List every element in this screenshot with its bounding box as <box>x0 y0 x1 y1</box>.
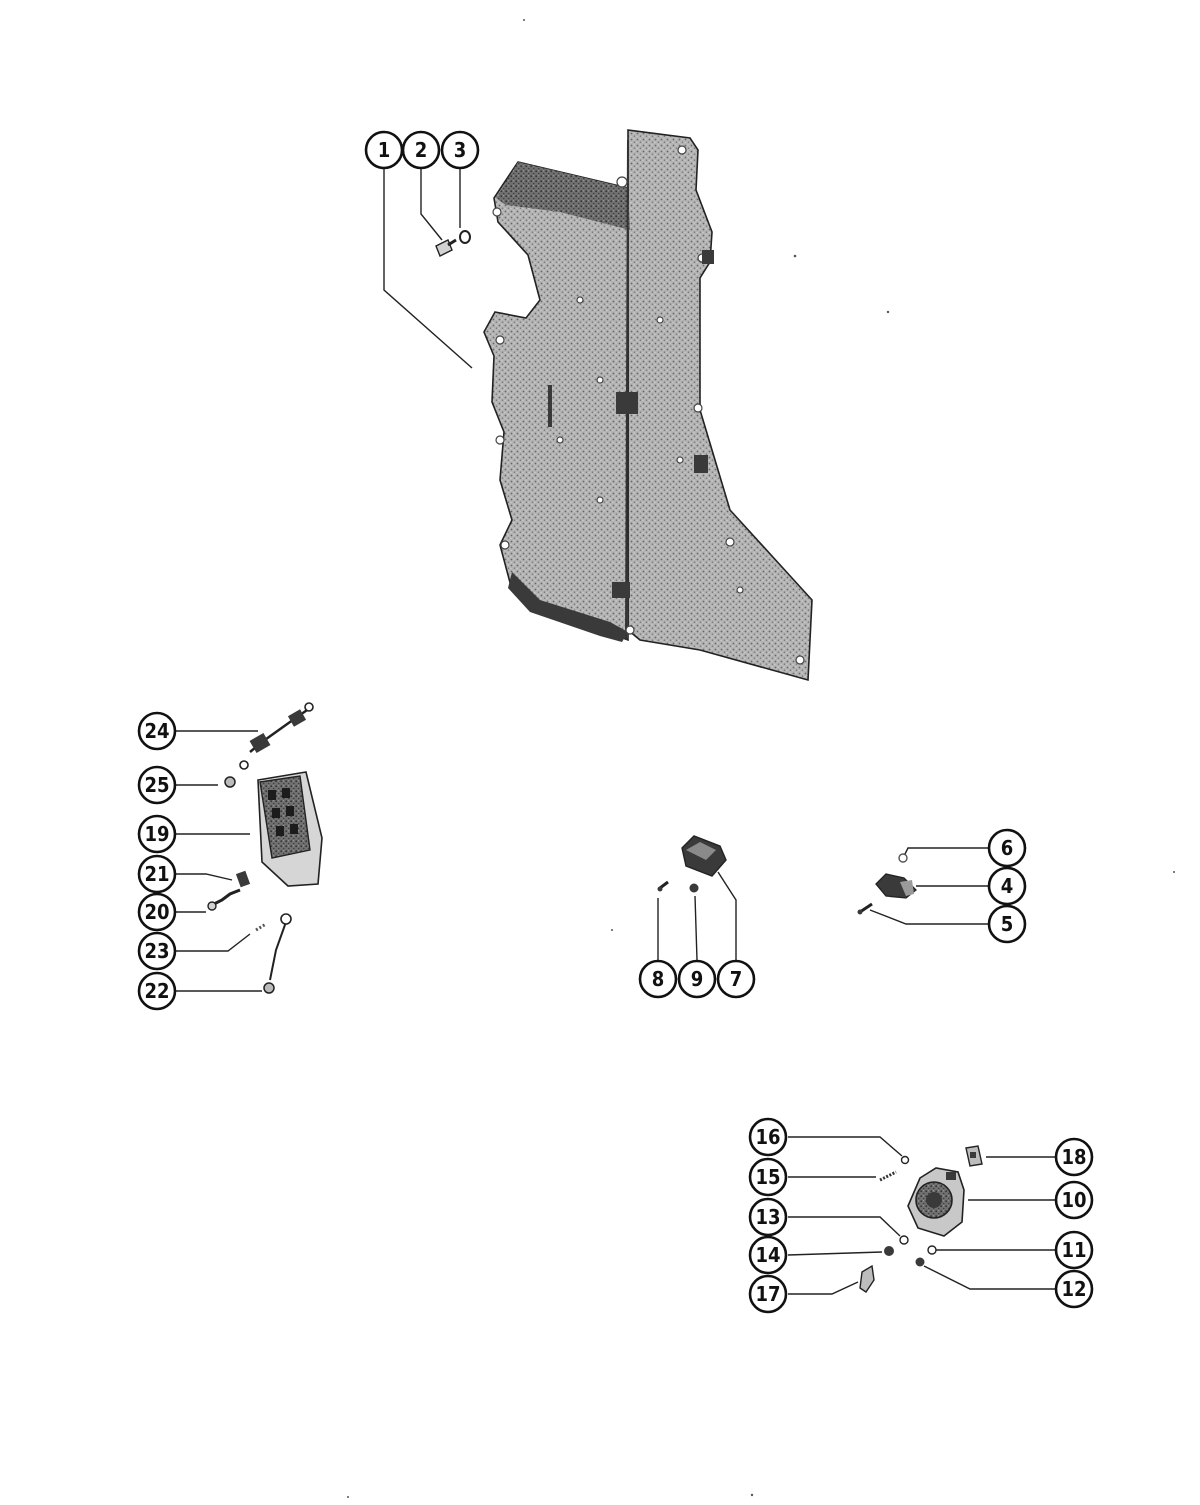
bracket-7-drawing <box>681 835 727 877</box>
spacer-21-drawing <box>235 870 251 888</box>
callout-1: 1 <box>364 130 404 170</box>
washer-11-drawing <box>927 1245 937 1255</box>
washer-3-drawing <box>459 230 471 244</box>
callout-25-label: 25 <box>144 773 169 797</box>
callout-9: 9 <box>677 959 717 999</box>
callout-20: 20 <box>137 892 177 932</box>
callout-2: 2 <box>401 130 441 170</box>
callout-2-label: 2 <box>415 138 428 162</box>
callout-13: 13 <box>748 1197 788 1237</box>
callout-6: 6 <box>987 828 1027 868</box>
callout-24-label: 24 <box>144 719 169 743</box>
callout-23-label: 23 <box>144 939 169 963</box>
scan-specks <box>347 19 1175 1498</box>
callout-5: 5 <box>987 904 1027 944</box>
callout-17-label: 17 <box>755 1282 780 1306</box>
callout-11: 11 <box>1054 1230 1094 1270</box>
callout-22-label: 22 <box>144 979 169 1003</box>
callout-11-label: 11 <box>1061 1238 1086 1262</box>
callout-6-label: 6 <box>1001 836 1014 860</box>
callout-21-label: 21 <box>144 862 169 886</box>
callout-20-label: 20 <box>144 900 169 924</box>
callout-18: 18 <box>1054 1137 1094 1177</box>
wire-lead-24-drawing <box>239 702 314 770</box>
callout-16: 16 <box>748 1117 788 1157</box>
callout-8: 8 <box>638 959 678 999</box>
callout-19-label: 19 <box>144 822 169 846</box>
callout-12-label: 12 <box>1061 1277 1086 1301</box>
callout-7: 7 <box>716 959 756 999</box>
washer-13-drawing <box>899 1235 909 1245</box>
nut-14-drawing <box>884 1246 894 1256</box>
clamp-4-drawing <box>875 873 917 899</box>
washer-9-drawing <box>689 883 699 893</box>
nut-16-drawing <box>900 1155 910 1165</box>
screw-5-drawing <box>857 902 873 915</box>
lead-23-drawing <box>255 913 292 981</box>
callout-14-label: 14 <box>755 1243 780 1267</box>
callout-13-label: 13 <box>755 1205 780 1229</box>
callout-9-label: 9 <box>691 967 704 991</box>
callout-5-label: 5 <box>1001 912 1014 936</box>
solenoid-10-drawing <box>907 1167 965 1237</box>
screw-8-drawing <box>657 880 669 892</box>
screw-20-drawing <box>207 888 241 911</box>
leader-lines <box>176 168 1056 1295</box>
callout-19: 19 <box>137 814 177 854</box>
callout-17: 17 <box>748 1274 788 1314</box>
callout-15: 15 <box>748 1157 788 1197</box>
callout-3-label: 3 <box>454 138 467 162</box>
washer-6-drawing <box>898 853 908 863</box>
screw-2-drawing <box>435 238 457 257</box>
callout-21: 21 <box>137 854 177 894</box>
callout-22: 22 <box>137 971 177 1011</box>
callout-15-label: 15 <box>755 1165 780 1189</box>
switch-box-19-drawing <box>257 771 323 887</box>
terminal-17-drawing <box>859 1264 875 1293</box>
callout-4-label: 4 <box>1001 874 1014 898</box>
screw-15-drawing <box>879 1170 897 1182</box>
callout-10: 10 <box>1054 1180 1094 1220</box>
nut-25-drawing <box>224 776 236 788</box>
callout-16-label: 16 <box>755 1125 780 1149</box>
callout-8-label: 8 <box>652 967 665 991</box>
callout-24: 24 <box>137 711 177 751</box>
callout-25: 25 <box>137 765 177 805</box>
bracket-18-drawing <box>965 1145 983 1167</box>
callout-4: 4 <box>987 866 1027 906</box>
callout-7-label: 7 <box>730 967 743 991</box>
cover-plate-drawing <box>483 129 813 682</box>
callout-12: 12 <box>1054 1269 1094 1309</box>
callout-14: 14 <box>748 1235 788 1275</box>
nut-22-drawing <box>263 982 275 994</box>
callout-10-label: 10 <box>1061 1188 1086 1212</box>
callout-1-label: 1 <box>378 138 391 162</box>
callout-3: 3 <box>440 130 480 170</box>
callout-18-label: 18 <box>1061 1145 1086 1169</box>
callout-23: 23 <box>137 931 177 971</box>
nut-12-drawing <box>915 1257 925 1267</box>
